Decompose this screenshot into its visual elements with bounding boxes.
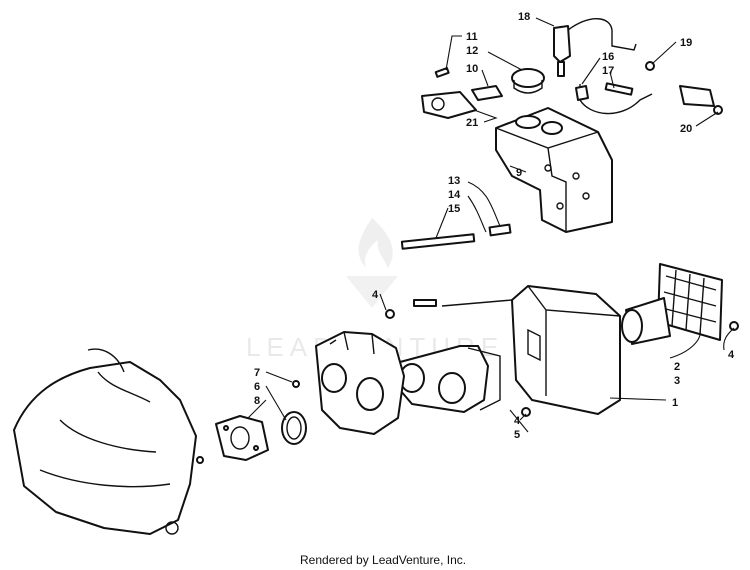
callout-13: 13 (448, 175, 460, 187)
callout-6: 6 (254, 381, 260, 393)
callout-5: 5 (514, 429, 520, 441)
filler-cap (511, 68, 545, 88)
engine (13, 361, 197, 535)
oil-level-sensor (553, 25, 571, 63)
callout-18: 18 (518, 11, 530, 23)
grommet (575, 85, 589, 101)
callout-12: 12 (466, 45, 478, 57)
watermark-v-icon (346, 276, 398, 308)
callout-labels: 18 11 12 10 16 17 19 21 20 9 13 14 15 4 … (254, 11, 735, 441)
callout-20: 20 (680, 123, 692, 135)
engine-outline (13, 348, 204, 535)
clamp (281, 411, 307, 445)
tube (604, 82, 634, 96)
callout-10: 10 (466, 63, 478, 75)
watermark-flame-icon (358, 218, 393, 268)
mounting-bracket (421, 91, 477, 119)
callout-4-right: 4 (728, 349, 735, 361)
oil-filter (679, 85, 715, 107)
callout-17: 17 (602, 65, 614, 77)
intake-flange (215, 415, 269, 461)
callout-2: 2 (674, 361, 680, 373)
air-silencer-assembly (385, 263, 739, 417)
callout-9: 9 (516, 167, 522, 179)
callout-15: 15 (448, 203, 460, 215)
callout-7: 7 (254, 367, 260, 379)
oil-tank-assembly (400, 18, 723, 250)
callout-3: 3 (674, 375, 680, 387)
callout-19: 19 (680, 37, 692, 49)
air-silencer-box (511, 285, 621, 415)
oil-line (579, 84, 653, 115)
footer-credit: Rendered by LeadVenture, Inc. (300, 553, 466, 567)
carburetor-assembly (215, 331, 405, 461)
callout-4-lower: 4 (514, 415, 521, 427)
callout-11: 11 (466, 31, 478, 43)
cap-gasket (471, 85, 503, 101)
mounting-rod (400, 233, 476, 250)
callout-1: 1 (672, 397, 678, 409)
callout-21: 21 (466, 117, 478, 129)
callout-16: 16 (602, 51, 614, 63)
callout-14: 14 (448, 189, 461, 201)
leader-lines (247, 17, 735, 433)
callout-4-upper: 4 (372, 289, 379, 301)
callout-8: 8 (254, 395, 260, 407)
